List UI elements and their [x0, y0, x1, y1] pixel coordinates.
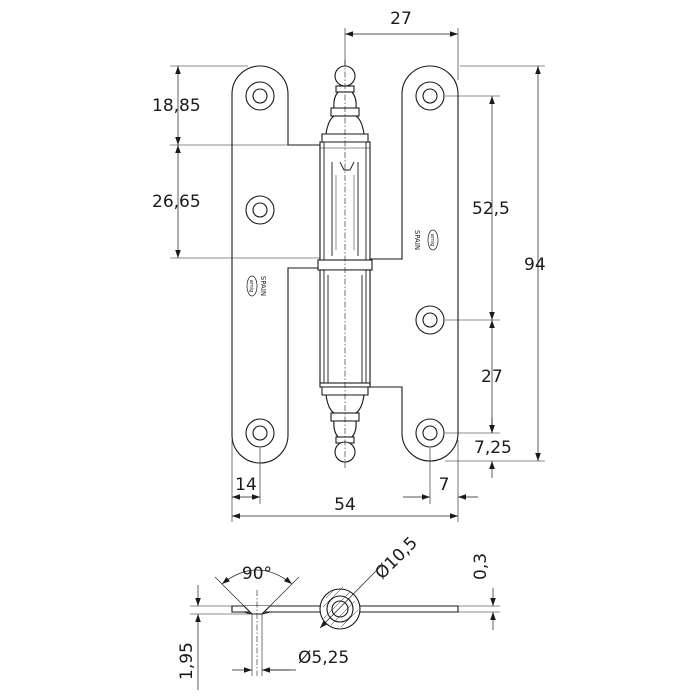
section-right-leaf	[349, 605, 459, 613]
stamp-spain-right: SPAIN	[413, 230, 421, 250]
dim-pin-offset: 27	[390, 9, 412, 29]
dim-pin-diameter: Ø5,25	[298, 648, 349, 668]
svg-text:amig: amig	[248, 280, 254, 293]
dim-leaf-thickness: 0,3	[471, 553, 491, 580]
brand-logo-icon	[246, 275, 258, 297]
dim-right-spacing: 52,5	[472, 199, 510, 219]
right-leaf-holes	[415, 81, 445, 448]
dim-countersink-angle: 90°	[242, 564, 272, 584]
dim-right-hole-edge: 7	[439, 475, 450, 495]
svg-text:amig: amig	[429, 234, 435, 247]
left-leaf-stamp: amig SPAIN	[246, 275, 267, 297]
section-pin	[331, 600, 349, 618]
brand-logo-icon	[427, 229, 439, 251]
dim-left-spacing: 26,65	[152, 192, 201, 212]
dim-knuckle-diameter: Ø10,5	[371, 533, 421, 583]
dim-countersink-depth: 1,95	[177, 642, 197, 680]
stamp-spain-left: SPAIN	[259, 276, 267, 296]
dim-overall-width: 54	[334, 495, 356, 515]
dim-left-hole-edge: 14	[235, 475, 257, 495]
hinge-front-view: amig SPAIN amig SPAIN	[231, 60, 459, 468]
hinge-section-view	[231, 586, 459, 676]
right-leaf	[369, 65, 459, 462]
dim-overall-height: 94	[524, 255, 546, 275]
dim-top-hole-offset: 18,85	[152, 96, 201, 116]
dim-right-lower-spacing: 27	[481, 367, 503, 387]
right-leaf-stamp: amig SPAIN	[413, 229, 439, 251]
left-leaf-holes	[245, 81, 275, 448]
left-leaf	[231, 65, 321, 464]
dim-bottom-offset: 7,25	[474, 438, 512, 458]
front-view-dimensions: 27 18,85 26,65 52,5 27 7,25 94 14	[152, 9, 546, 522]
